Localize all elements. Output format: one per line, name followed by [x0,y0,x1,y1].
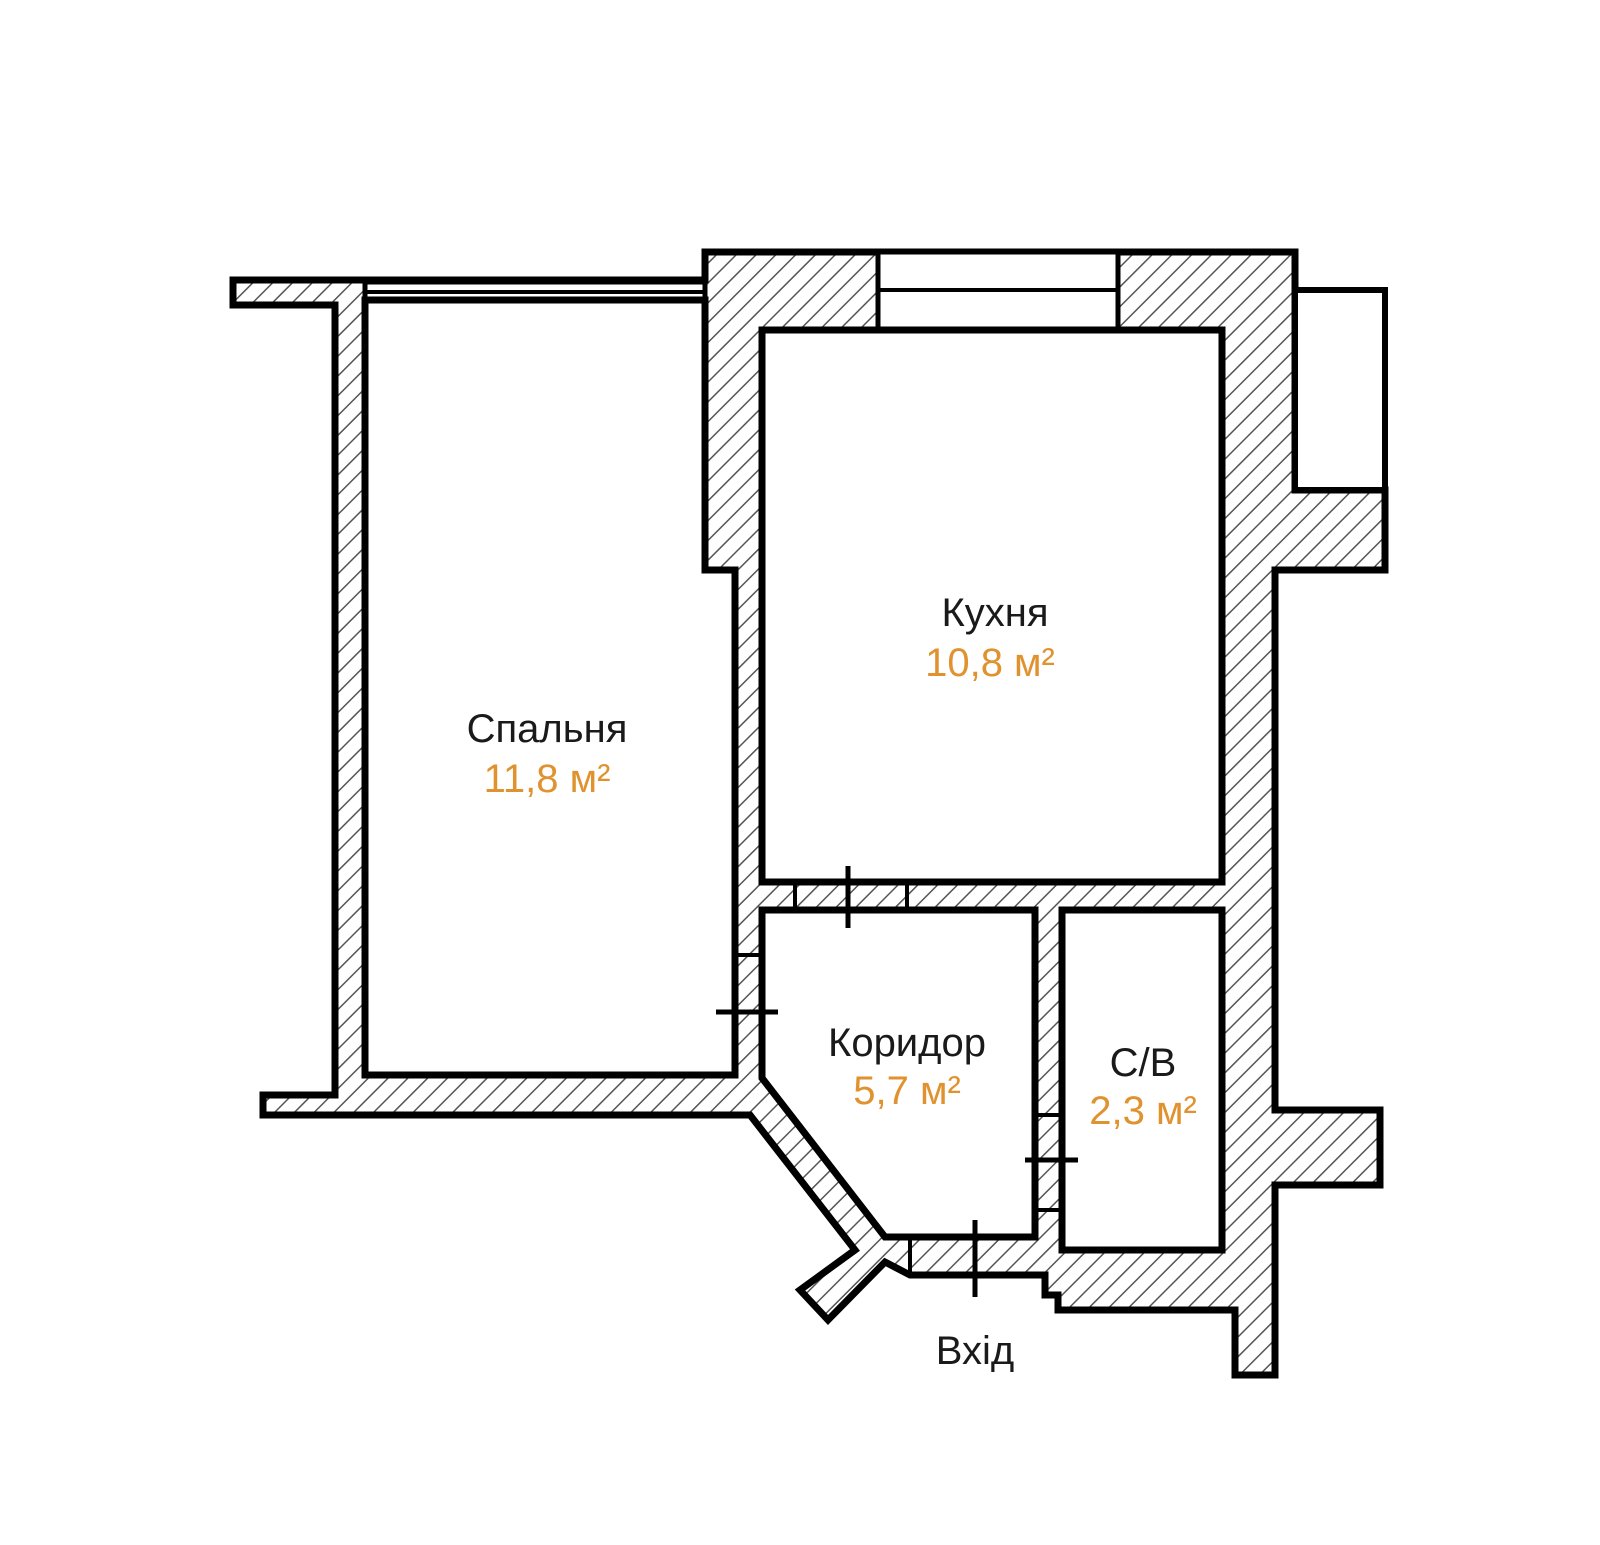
room-bathroom [1058,906,1226,1254]
room-area-kitchen: 10,8 м² [925,641,1055,685]
door-bedroom [716,953,778,1015]
room-label-bedroom: Спальня [467,707,628,751]
room-corridor [758,906,1039,1241]
door-kitchen [793,866,909,928]
door-bathroom [1025,1113,1078,1212]
room-kitchen [758,326,1226,886]
room-label-corridor: Коридор [828,1021,986,1065]
entrance-label: Вхід [936,1329,1014,1373]
room-label-kitchen: Кухня [941,591,1048,635]
room-bedroom [361,296,739,1079]
room-area-bathroom: 2,3 м² [1089,1089,1197,1133]
room-area-bedroom: 11,8 м² [484,757,611,801]
window-box-right [1292,287,1388,493]
door-entrance [908,1220,978,1297]
room-label-bathroom: С/В [1110,1041,1177,1085]
room-area-corridor: 5,7 м² [853,1069,961,1113]
